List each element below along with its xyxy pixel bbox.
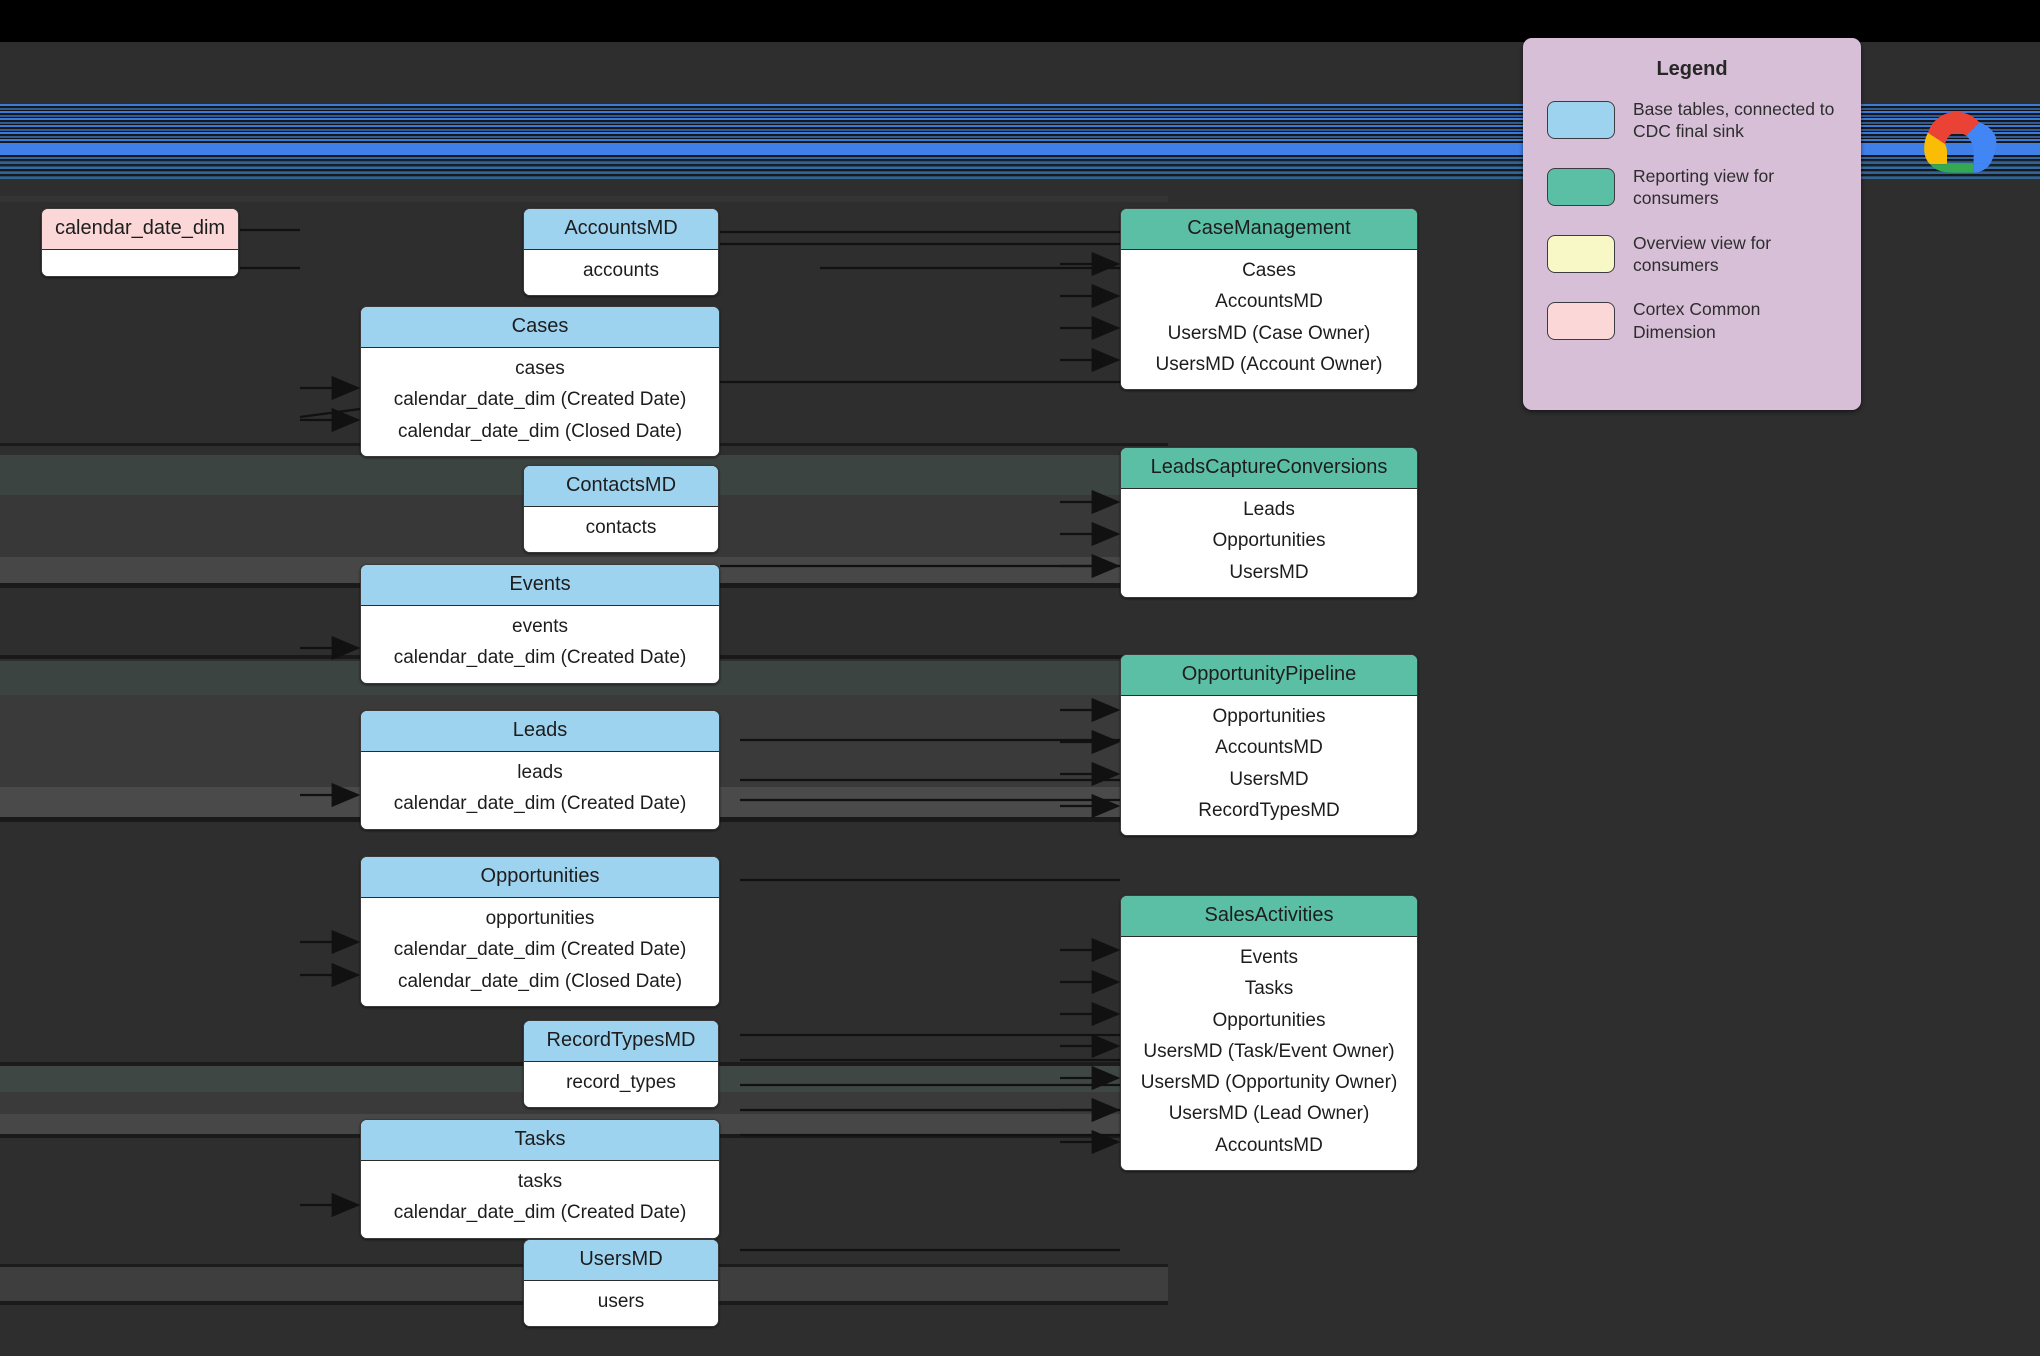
node-title: CaseManagement <box>1121 209 1417 250</box>
legend-label: Overview view for consumers <box>1633 232 1772 275</box>
legend-item: Reporting view for consumers <box>1523 154 1861 221</box>
top-letterbox-bar <box>0 0 2040 42</box>
node-row: calendar_date_dim (Closed Date) <box>397 970 683 992</box>
node-row: tasks <box>517 1171 563 1192</box>
node-body: tasks calendar_date_dim (Created Date) <box>361 1161 719 1238</box>
google-cloud-logo <box>1909 108 2004 186</box>
node-row: calendar_date_dim (Created Date) <box>393 939 687 961</box>
node-row: Leads <box>1243 499 1295 520</box>
node-row: contacts <box>585 517 657 538</box>
node-row: UsersMD (Lead Owner) <box>1168 1103 1370 1125</box>
legend-swatch <box>1547 168 1615 207</box>
node-row: events <box>512 616 568 637</box>
node-title: Cases <box>361 307 719 348</box>
node-body: leads calendar_date_dim (Created Date) <box>361 752 719 829</box>
node-row: record_types <box>566 1072 676 1093</box>
node-body: users <box>524 1281 718 1327</box>
node-row: UsersMD <box>1229 768 1309 790</box>
node-opportunities[interactable]: Opportunities opportunities calendar_date… <box>360 856 720 1007</box>
node-accounts-md[interactable]: AccountsMD accounts <box>523 208 719 297</box>
node-row: Tasks <box>1244 978 1294 1000</box>
node-body: cases calendar_date_dim (Created Date) cal… <box>361 348 719 456</box>
node-row: AccountsMD <box>1215 291 1323 313</box>
node-row: UsersMD (Case Owner) <box>1167 322 1371 344</box>
legend-panel: Legend Base tables, connected to CDC fin… <box>1523 38 1861 410</box>
node-row: accounts <box>582 260 660 281</box>
node-title: UsersMD <box>524 1240 718 1281</box>
node-row: users <box>597 1291 645 1312</box>
node-events[interactable]: Events events calendar_date_dim (Created … <box>360 564 720 684</box>
node-title: Opportunities <box>361 857 719 898</box>
legend-label: Cortex Common Dimension <box>1633 299 1761 342</box>
node-row: RecordTypesMD <box>1198 799 1340 821</box>
node-cases[interactable]: Cases cases calendar_date_dim (Created Da… <box>360 306 720 457</box>
node-row: calendar_date_dim (Created Date) <box>393 389 687 411</box>
node-row: UsersMD (Task/Event Owner) <box>1143 1040 1395 1062</box>
node-row: Events <box>1239 947 1299 968</box>
node-row: cases <box>515 358 565 379</box>
node-row: UsersMD <box>1229 561 1309 583</box>
node-title: Events <box>361 565 719 606</box>
node-body: events calendar_date_dim (Created Date) <box>361 606 719 683</box>
node-body: accounts <box>524 250 718 296</box>
node-row: calendar_date_dim (Created Date) <box>393 793 687 815</box>
node-row: AccountsMD <box>1215 737 1323 759</box>
node-row: calendar_date_dim (Closed Date) <box>397 420 683 442</box>
node-row: Cases <box>1242 260 1296 281</box>
node-row: leads <box>517 762 563 783</box>
legend-label: Reporting view for consumers <box>1633 165 1775 209</box>
node-title: LeadsCaptureConversions <box>1121 448 1417 489</box>
node-row: UsersMD (Opportunity Owner) <box>1140 1072 1398 1094</box>
legend-swatch <box>1547 101 1615 140</box>
node-tasks[interactable]: Tasks tasks calendar_date_dim (Created Da… <box>360 1119 720 1239</box>
node-contacts-md[interactable]: ContactsMD contacts <box>523 465 719 554</box>
node-body: opportunities calendar_date_dim (Created … <box>361 898 719 1006</box>
node-users-md[interactable]: UsersMD users <box>523 1239 719 1328</box>
node-row: calendar_date_dim (Created Date) <box>393 1202 687 1224</box>
node-title: OpportunityPipeline <box>1121 655 1417 696</box>
node-title: AccountsMD <box>524 209 718 250</box>
legend-title: Legend <box>1656 58 1728 80</box>
node-row: Opportunities <box>1212 1009 1326 1031</box>
legend-swatch <box>1547 234 1615 273</box>
node-row: opportunities <box>485 908 595 929</box>
node-title: ContactsMD <box>524 466 718 507</box>
legend-label: Base tables, connected to CDC final sink <box>1633 99 1835 142</box>
node-title: SalesActivities <box>1121 896 1417 937</box>
node-title: RecordTypesMD <box>524 1021 718 1062</box>
node-leads[interactable]: Leads leads calendar_date_dim (Created Da… <box>360 710 720 830</box>
node-title: Tasks <box>361 1120 719 1161</box>
node-body: contacts <box>524 507 718 553</box>
node-row: Opportunities <box>1212 530 1326 552</box>
node-title: calendar_date_dim <box>42 209 238 250</box>
legend-swatch <box>1547 301 1615 340</box>
node-title: Leads <box>361 711 719 752</box>
node-body: record_types <box>524 1062 718 1108</box>
node-row: AccountsMD <box>1215 1134 1323 1156</box>
node-row: Opportunities <box>1212 706 1326 727</box>
node-row: calendar_date_dim (Created Date) <box>393 647 687 669</box>
artifact-band <box>0 196 1168 202</box>
node-calendar-date-dim[interactable]: calendar_date_dim <box>41 208 239 277</box>
legend-item: Cortex Common Dimension <box>1523 287 1861 354</box>
node-body <box>42 250 238 276</box>
legend-item-list: Base tables, connected to CDC final sink… <box>1523 87 1861 354</box>
legend-item: Base tables, connected to CDC final sink <box>1523 87 1861 154</box>
node-row: UsersMD (Account Owner) <box>1155 353 1383 375</box>
legend-item: Overview view for consumers <box>1523 221 1861 288</box>
node-record-types-md[interactable]: RecordTypesMD record_types <box>523 1020 719 1109</box>
